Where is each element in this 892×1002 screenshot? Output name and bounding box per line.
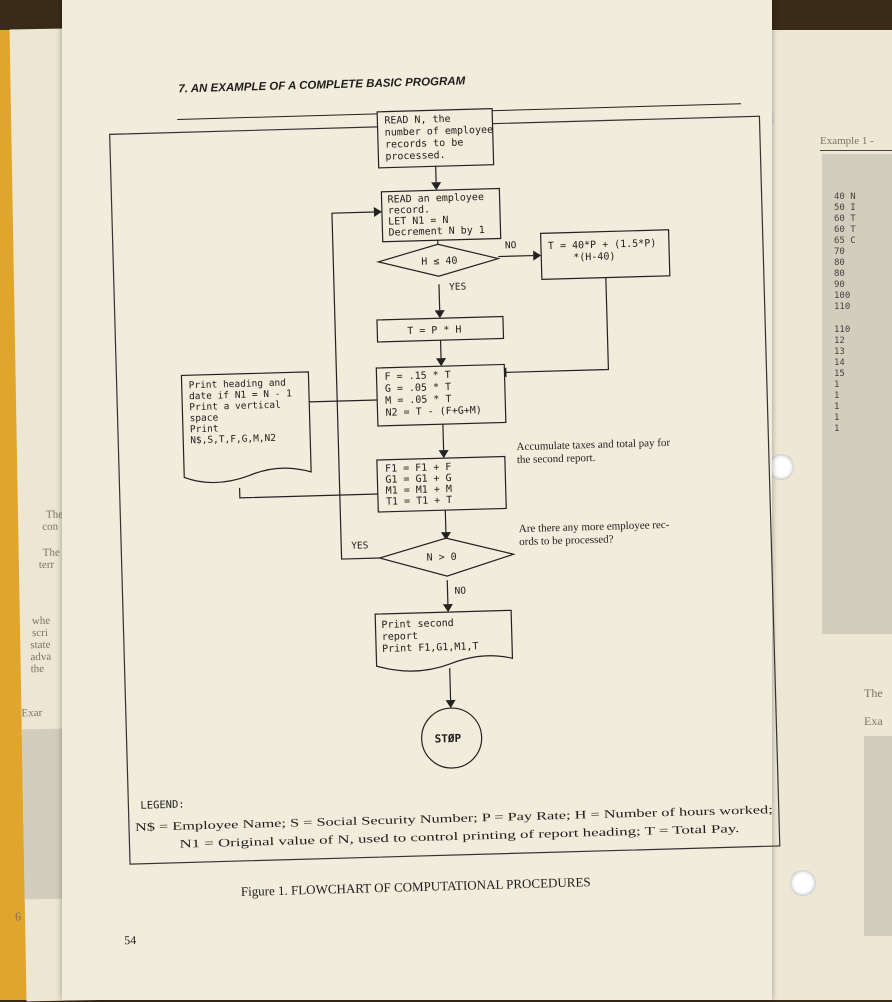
more-records-note: Are there any more employee rec- ords to… bbox=[519, 519, 673, 548]
no-label-2: NO bbox=[454, 586, 466, 597]
regular-pay-text: T = P * H bbox=[407, 325, 461, 338]
no-label-1: NO bbox=[505, 240, 517, 251]
figure-caption: Figure 1. FLOWCHART OF COMPUTATIONAL PRO… bbox=[241, 874, 591, 899]
more-records-decision-text: N > 0 bbox=[426, 552, 456, 564]
stop-text: STØP bbox=[434, 732, 461, 746]
accumulate-note: Accumulate taxes and total pay for the s… bbox=[516, 437, 673, 466]
section-title: 7. AN EXAMPLE OF A COMPLETE BASIC PROGRA… bbox=[178, 75, 466, 95]
yes-label-1: YES bbox=[449, 281, 467, 292]
page-number: 54 bbox=[124, 933, 136, 947]
legend-heading: LEGEND: bbox=[140, 799, 185, 812]
accumulate-text: F1 = F1 + F G1 = G1 + G M1 = M1 + M T1 =… bbox=[385, 462, 458, 508]
yes-label-2: YES bbox=[351, 540, 369, 551]
hours-decision-text: H ≤ 40 bbox=[421, 256, 457, 268]
